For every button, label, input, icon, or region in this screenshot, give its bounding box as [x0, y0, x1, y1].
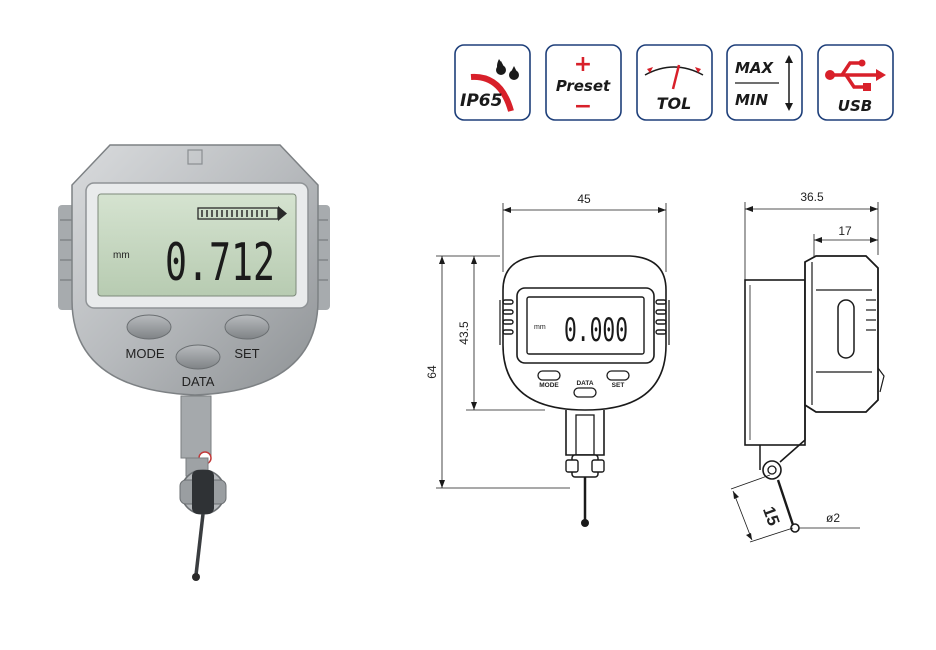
- front-set-button: [606, 370, 630, 381]
- front-view-drawing: [436, 203, 670, 527]
- usb-icon: USB: [817, 44, 894, 121]
- max-label: MAX: [735, 59, 775, 77]
- tol-icon: TOL: [636, 44, 713, 121]
- photo-mode-label: MODE: [126, 346, 165, 361]
- dim-depth-label: 36.5: [800, 190, 824, 204]
- front-set-label: SET: [612, 382, 625, 389]
- photo-unit-label: mm: [113, 250, 130, 261]
- front-data-label: DATA: [576, 380, 593, 387]
- ip65-icon: IP65: [454, 44, 531, 121]
- side-view-text: 36.5 17 15 ø2: [759, 190, 852, 528]
- dim-body-height-label: 43.5: [457, 321, 471, 345]
- dim-lever-label: 15: [759, 504, 783, 528]
- usb-label: USB: [838, 97, 872, 115]
- photo-data-label: DATA: [182, 374, 215, 389]
- feature-icon-row: IP65 + Preset − TOL MAX MIN: [454, 44, 894, 121]
- preset-label: Preset: [556, 77, 611, 95]
- dim-total-height-label: 64: [425, 365, 439, 379]
- min-label: MIN: [735, 91, 769, 109]
- ip65-label: IP65: [460, 91, 502, 111]
- dim-width-label: 45: [577, 192, 591, 206]
- photo-mode-button[interactable]: [126, 314, 172, 340]
- max-min-icon: MAX MIN: [726, 44, 803, 121]
- tol-label: TOL: [657, 94, 692, 113]
- photo-set-label: SET: [234, 346, 259, 361]
- front-reading: 0.000: [564, 311, 628, 349]
- front-mode-button: [537, 370, 561, 381]
- front-data-button: [573, 387, 597, 398]
- preset-icon: + Preset −: [545, 44, 622, 121]
- photo-set-button[interactable]: [224, 314, 270, 340]
- front-view-text: 45 64 43.5 mm 0.000 MODE DATA SET: [425, 192, 628, 389]
- dim-line-lever: [732, 490, 753, 541]
- front-lcd-screen: [526, 296, 645, 355]
- front-mode-label: MODE: [539, 382, 559, 389]
- photo-data-button[interactable]: [175, 344, 221, 370]
- dim-body-depth-label: 17: [838, 224, 852, 238]
- photo-reading: 0.712: [165, 233, 275, 293]
- preset-minus: −: [574, 94, 592, 119]
- indicator-photo: mm 0.712 MODE SET DATA: [58, 144, 330, 581]
- side-view-drawing: [730, 202, 885, 543]
- dim-tip-label: ø2: [826, 511, 840, 525]
- front-unit-label: mm: [534, 324, 546, 331]
- preset-plus: +: [574, 52, 592, 77]
